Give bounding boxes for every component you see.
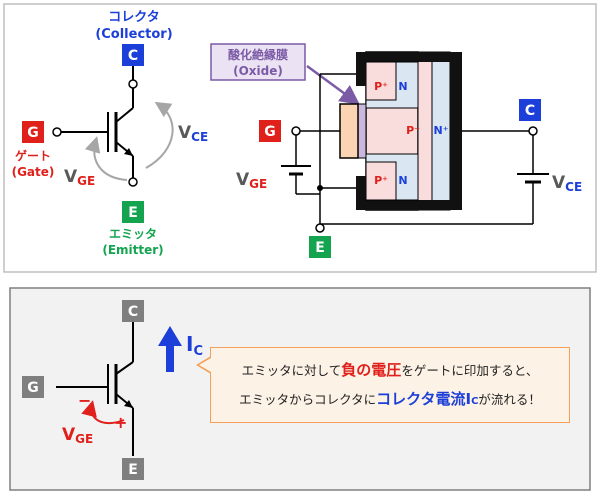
structure-emitter-letter: E bbox=[315, 240, 325, 256]
emitter-badge bbox=[122, 201, 144, 223]
bottom-vge-label: VGE bbox=[62, 425, 93, 446]
structure-gate-badge bbox=[259, 120, 281, 142]
collector-terminal bbox=[128, 79, 138, 89]
vce-label: VCE bbox=[178, 123, 208, 144]
n-bottom-label: N bbox=[398, 174, 407, 187]
n-plus-label: N⁺ bbox=[433, 124, 448, 137]
negative-voltage-emphasis: 負の電圧 bbox=[341, 361, 402, 379]
bottom-plus-sign: + bbox=[114, 413, 127, 432]
bottom-minus-sign: − bbox=[78, 391, 91, 410]
oxide-en-label: (Oxide) bbox=[233, 64, 283, 78]
structure-collector-letter: C bbox=[525, 103, 535, 119]
collector-badge-letter: C bbox=[128, 48, 138, 64]
gate-jp-label: ゲート bbox=[15, 148, 51, 163]
gate-badge-letter: G bbox=[27, 125, 39, 141]
emitter-contact-top bbox=[356, 62, 366, 86]
igbt-symbol-top: コレクタ (Collector) C G ゲート (Gate) E エミッタ (… bbox=[12, 10, 209, 257]
collector-en-label: (Collector) bbox=[95, 27, 172, 42]
ic-up-arrow bbox=[158, 326, 182, 372]
callout-box bbox=[210, 347, 570, 423]
oxide-pointer-arrow bbox=[306, 64, 361, 105]
p-minus-label: P⁻ bbox=[406, 124, 420, 137]
p-plus-bottom-label: P⁺ bbox=[374, 174, 388, 187]
bottom-emitter-badge bbox=[122, 458, 144, 480]
structure-emitter-badge bbox=[309, 236, 331, 258]
structure-gate-terminal bbox=[291, 126, 301, 136]
emitter-contact-bottom bbox=[356, 176, 366, 200]
callout-tail-inner bbox=[199, 358, 211, 372]
gate-terminal bbox=[52, 127, 62, 137]
collector-current-emphasis: コレクタ電流I bbox=[376, 390, 472, 408]
collector-jp-label: コレクタ bbox=[108, 10, 159, 25]
collector-badge bbox=[122, 44, 144, 66]
bottom-gate-badge bbox=[22, 376, 44, 398]
callout-line-2: エミッタからコレクタにコレクタ電流ICが流れる！ bbox=[239, 390, 541, 408]
emitter-badge-letter: E bbox=[128, 205, 138, 221]
oxide-label-box bbox=[210, 43, 306, 81]
oxide-jp-label: 酸化絶縁膜 bbox=[228, 47, 288, 62]
igbt-structure: 酸化絶縁膜 (Oxide) P⁺ N P⁻ N⁺ P⁺ N G bbox=[210, 43, 582, 258]
vge-label: VGE bbox=[64, 167, 95, 188]
callout-line-1: エミッタに対して負の電圧をゲートに印加すると、 bbox=[241, 361, 539, 379]
gate-oxide bbox=[357, 103, 367, 159]
vce-arrow bbox=[145, 101, 174, 169]
collector-metal bbox=[450, 52, 462, 210]
structure-gate-letter: G bbox=[264, 124, 276, 140]
structure-vge-label: VGE bbox=[236, 170, 267, 191]
p-plus-top-label: P⁺ bbox=[374, 80, 388, 93]
bottom-collector-letter: C bbox=[128, 304, 138, 320]
emitter-terminal bbox=[128, 177, 138, 187]
p-plus-bottom bbox=[365, 161, 397, 201]
gate-en-label: (Gate) bbox=[12, 165, 55, 179]
igbt-symbol-bottom: C G E − + VGE IC bbox=[22, 300, 203, 480]
bottom-emitter-letter: E bbox=[128, 462, 138, 478]
bottom-collector-badge bbox=[122, 300, 144, 322]
emitter-en-label: (Emitter) bbox=[102, 243, 163, 257]
callout-text: エミッタに対して負の電圧をゲートに印加すると、 エミッタからコレクタにコレクタ電… bbox=[212, 356, 568, 416]
ic-label: IC bbox=[186, 332, 203, 359]
gate-poly bbox=[339, 103, 359, 159]
gate-badge bbox=[22, 121, 44, 143]
emitter-arrow-head bbox=[124, 148, 133, 156]
bottom-vge-arrow bbox=[81, 400, 125, 425]
vge-arrow bbox=[84, 136, 128, 181]
p-plus-top bbox=[365, 61, 397, 101]
emitter-jp-label: エミッタ bbox=[109, 227, 157, 241]
n-top-label: N bbox=[398, 80, 407, 93]
structure-collector-badge bbox=[519, 99, 541, 121]
n-drift-region bbox=[417, 51, 433, 211]
bottom-gate-letter: G bbox=[27, 380, 39, 396]
structure-vce-label: VCE bbox=[552, 173, 582, 194]
